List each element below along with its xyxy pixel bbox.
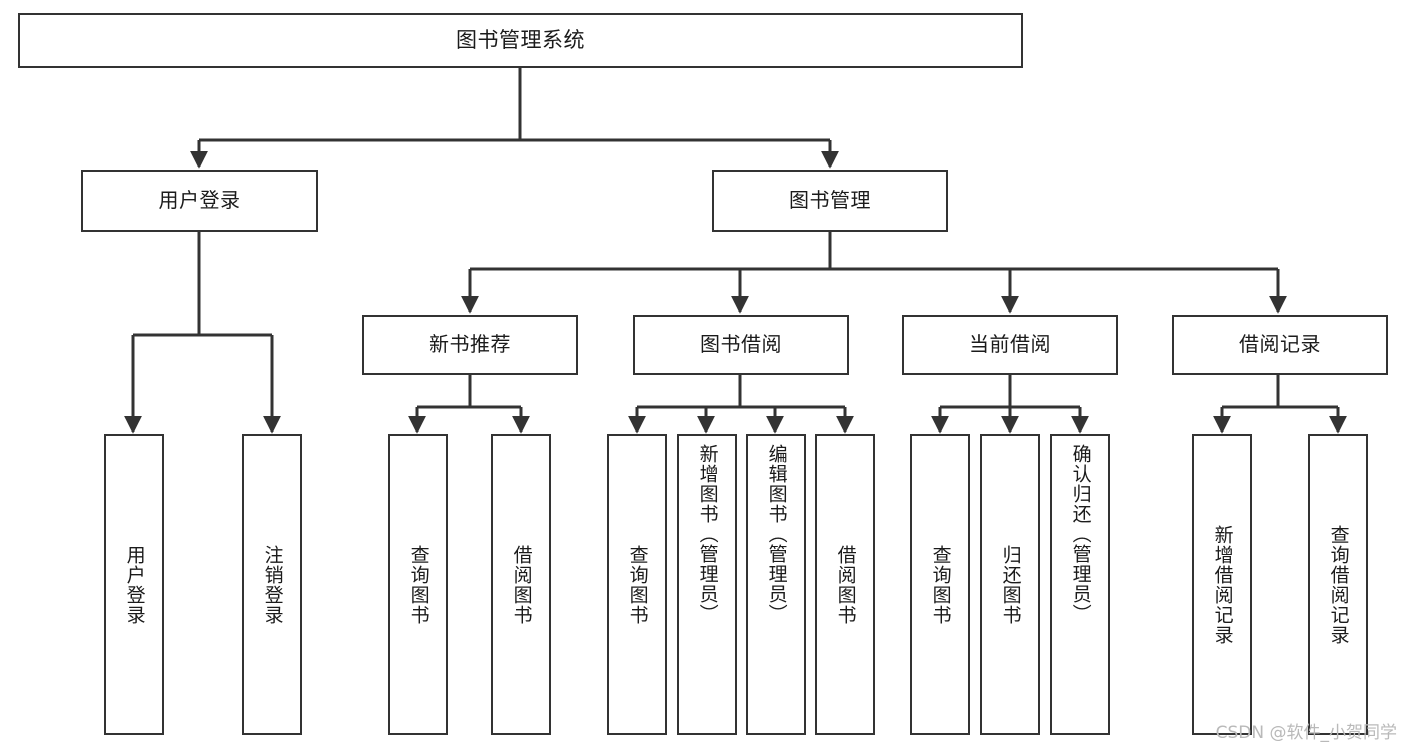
node-borrow-records[interactable]: 借阅记录 xyxy=(1172,315,1388,375)
node-label: 图书管理系统 xyxy=(456,28,585,53)
leaf-borrow-record-add[interactable]: 新增借阅记录 xyxy=(1192,434,1252,735)
node-root-system[interactable]: 图书管理系统 xyxy=(18,13,1023,68)
node-label: 查询图书 xyxy=(929,544,952,625)
leaf-book-borrow-query[interactable]: 查询图书 xyxy=(607,434,667,735)
node-label: 当前借阅 xyxy=(969,332,1051,357)
node-label: 查询图书 xyxy=(626,544,649,625)
node-label: 新增借阅记录 xyxy=(1211,524,1234,645)
leaf-user-login-login[interactable]: 用户登录 xyxy=(104,434,164,735)
leaf-borrow-record-query[interactable]: 查询借阅记录 xyxy=(1308,434,1368,735)
node-label: 查询借阅记录 xyxy=(1327,524,1350,645)
node-label: 借阅图书 xyxy=(510,544,533,625)
leaf-book-borrow-add[interactable]: 新增图书（管理员） xyxy=(677,434,737,735)
node-label: 归还图书 xyxy=(999,544,1022,625)
node-label: 借阅图书 xyxy=(834,544,857,625)
node-current-borrow[interactable]: 当前借阅 xyxy=(902,315,1118,375)
node-label: 图书借阅 xyxy=(700,332,782,357)
node-book-management[interactable]: 图书管理 xyxy=(712,170,948,232)
node-new-book-recommend[interactable]: 新书推荐 xyxy=(362,315,578,375)
node-book-borrow[interactable]: 图书借阅 xyxy=(633,315,849,375)
node-label: 图书管理 xyxy=(789,188,871,213)
leaf-current-borrow-return[interactable]: 归还图书 xyxy=(980,434,1040,735)
node-user-login[interactable]: 用户登录 xyxy=(81,170,318,232)
node-label: 编辑图书（管理员） xyxy=(765,444,788,624)
node-label: 用户登录 xyxy=(123,544,146,625)
leaf-user-login-logout[interactable]: 注销登录 xyxy=(242,434,302,735)
node-label: 确认归还（管理员） xyxy=(1069,444,1092,624)
watermark-text: CSDN @软件_小贺同学 xyxy=(1215,723,1397,743)
leaf-book-borrow-borrow[interactable]: 借阅图书 xyxy=(815,434,875,735)
leaf-book-borrow-edit[interactable]: 编辑图书（管理员） xyxy=(746,434,806,735)
leaf-current-borrow-query[interactable]: 查询图书 xyxy=(910,434,970,735)
node-label: 注销登录 xyxy=(261,544,284,625)
leaf-new-book-query[interactable]: 查询图书 xyxy=(388,434,448,735)
node-label: 用户登录 xyxy=(158,188,241,213)
leaf-current-borrow-confirm-return[interactable]: 确认归还（管理员） xyxy=(1050,434,1110,735)
node-label: 新增图书（管理员） xyxy=(696,444,719,624)
leaf-new-book-borrow[interactable]: 借阅图书 xyxy=(491,434,551,735)
node-label: 借阅记录 xyxy=(1239,332,1321,357)
node-label: 新书推荐 xyxy=(429,332,511,357)
node-label: 查询图书 xyxy=(407,544,430,625)
